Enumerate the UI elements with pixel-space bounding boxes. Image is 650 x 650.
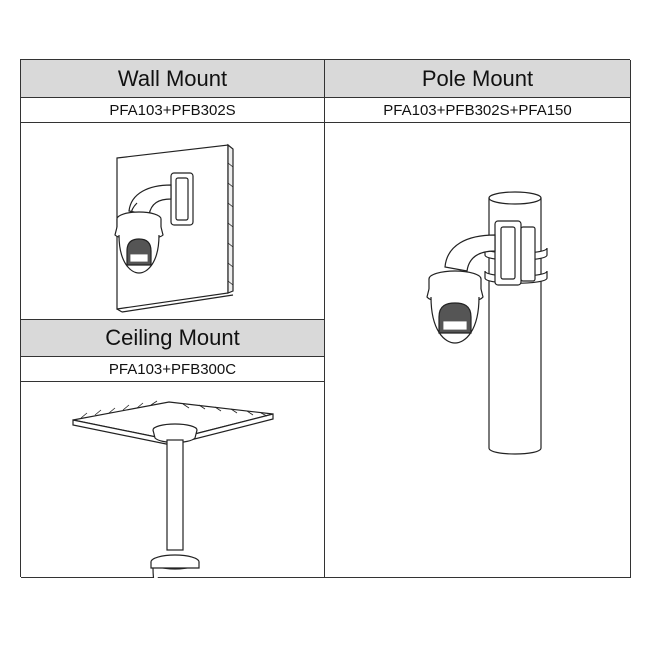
wall-mount-header: Wall Mount <box>21 60 325 98</box>
pole-mount-title: Pole Mount <box>421 65 534 91</box>
pole-mount-illustration <box>325 123 631 578</box>
ceiling-mount-title: Ceiling Mount <box>105 325 240 350</box>
wall-mount-title: Wall Mount <box>117 65 228 91</box>
ceiling-mount-header: Ceiling Mount <box>21 320 325 357</box>
pole-mount-camera-icon <box>426 191 548 455</box>
pole-mount-model-row: PFA103+PFB302S+PFA150 <box>325 98 631 123</box>
pole-mount-header: Pole Mount <box>325 60 631 98</box>
wall-mount-model-row: PFA103+PFB302S <box>21 98 325 123</box>
pole-mount-model: PFA103+PFB302S+PFA150 <box>383 101 572 119</box>
mount-options-table: Wall Mount Pole Mount PFA103+PFB302S PFA… <box>20 59 631 613</box>
ceiling-mount-camera-icon <box>72 400 274 570</box>
ceiling-mount-model-row: PFA103+PFB300C <box>21 357 325 382</box>
ceiling-mount-model: PFA103+PFB300C <box>108 360 237 378</box>
ceiling-mount-illustration <box>21 382 325 578</box>
wall-mount-illustration <box>21 123 325 320</box>
wall-mount-model: PFA103+PFB302S <box>109 101 236 119</box>
wall-mount-camera-icon <box>114 143 234 313</box>
